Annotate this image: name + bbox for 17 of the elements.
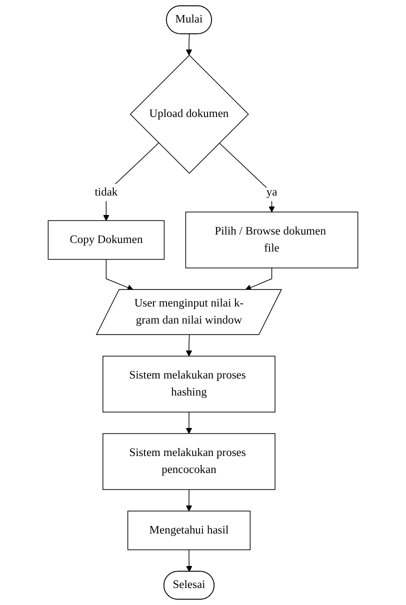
edge-label: tidak [94, 186, 118, 198]
arrow [186, 549, 192, 572]
arrow [186, 34, 192, 56]
arrow [245, 268, 272, 291]
node-box: Sistem melakukan proses hashing [102, 356, 276, 412]
arrow [186, 334, 192, 356]
arrow [103, 142, 160, 221]
node-box: Copy Dokumen [48, 220, 165, 260]
node-diamond: Upload dokumen [130, 54, 249, 174]
node-box: Sistem melakukan proses pencocokan [102, 433, 276, 490]
arrow [106, 259, 134, 291]
arrow [186, 489, 192, 512]
arrow [218, 142, 275, 212]
node-box: Mengetahui hasil [127, 510, 251, 550]
edge-label: ya [266, 186, 278, 198]
arrow [186, 412, 192, 434]
node-box: Pilih / Browse dokumen file [185, 212, 358, 268]
